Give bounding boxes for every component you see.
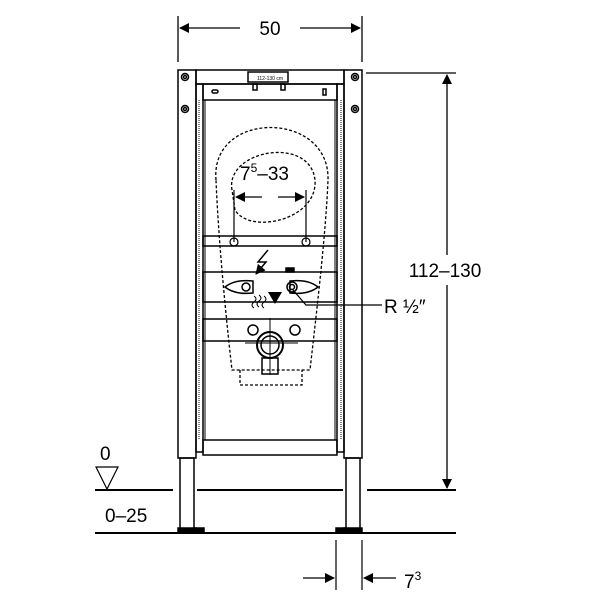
connection-leader-line bbox=[292, 289, 382, 306]
height-dimension bbox=[366, 72, 456, 489]
floor-range-label: 0–25 bbox=[105, 506, 147, 527]
frame bbox=[177, 69, 363, 533]
width-dimension bbox=[177, 16, 363, 62]
connection-label: R ½″ bbox=[384, 297, 426, 318]
wc-bowl-outline bbox=[215, 127, 329, 386]
electricity-icon bbox=[255, 249, 269, 275]
flush-distance-label: 75–33 bbox=[240, 161, 289, 185]
height-label: 112–130 bbox=[409, 261, 482, 282]
floor-level-label: 0 bbox=[100, 444, 111, 465]
floor-lines bbox=[95, 489, 456, 534]
water-supply-icon bbox=[268, 292, 282, 304]
leg-offset-label: 73 bbox=[404, 569, 422, 593]
plate-label: 112-130 cm bbox=[257, 76, 283, 82]
heat-waves-icon bbox=[251, 294, 267, 309]
width-label: 50 bbox=[259, 19, 280, 40]
level-triangle-icon bbox=[95, 466, 119, 491]
leg-offset-dimension bbox=[303, 540, 396, 590]
flush-plate-dimension bbox=[229, 190, 311, 247]
